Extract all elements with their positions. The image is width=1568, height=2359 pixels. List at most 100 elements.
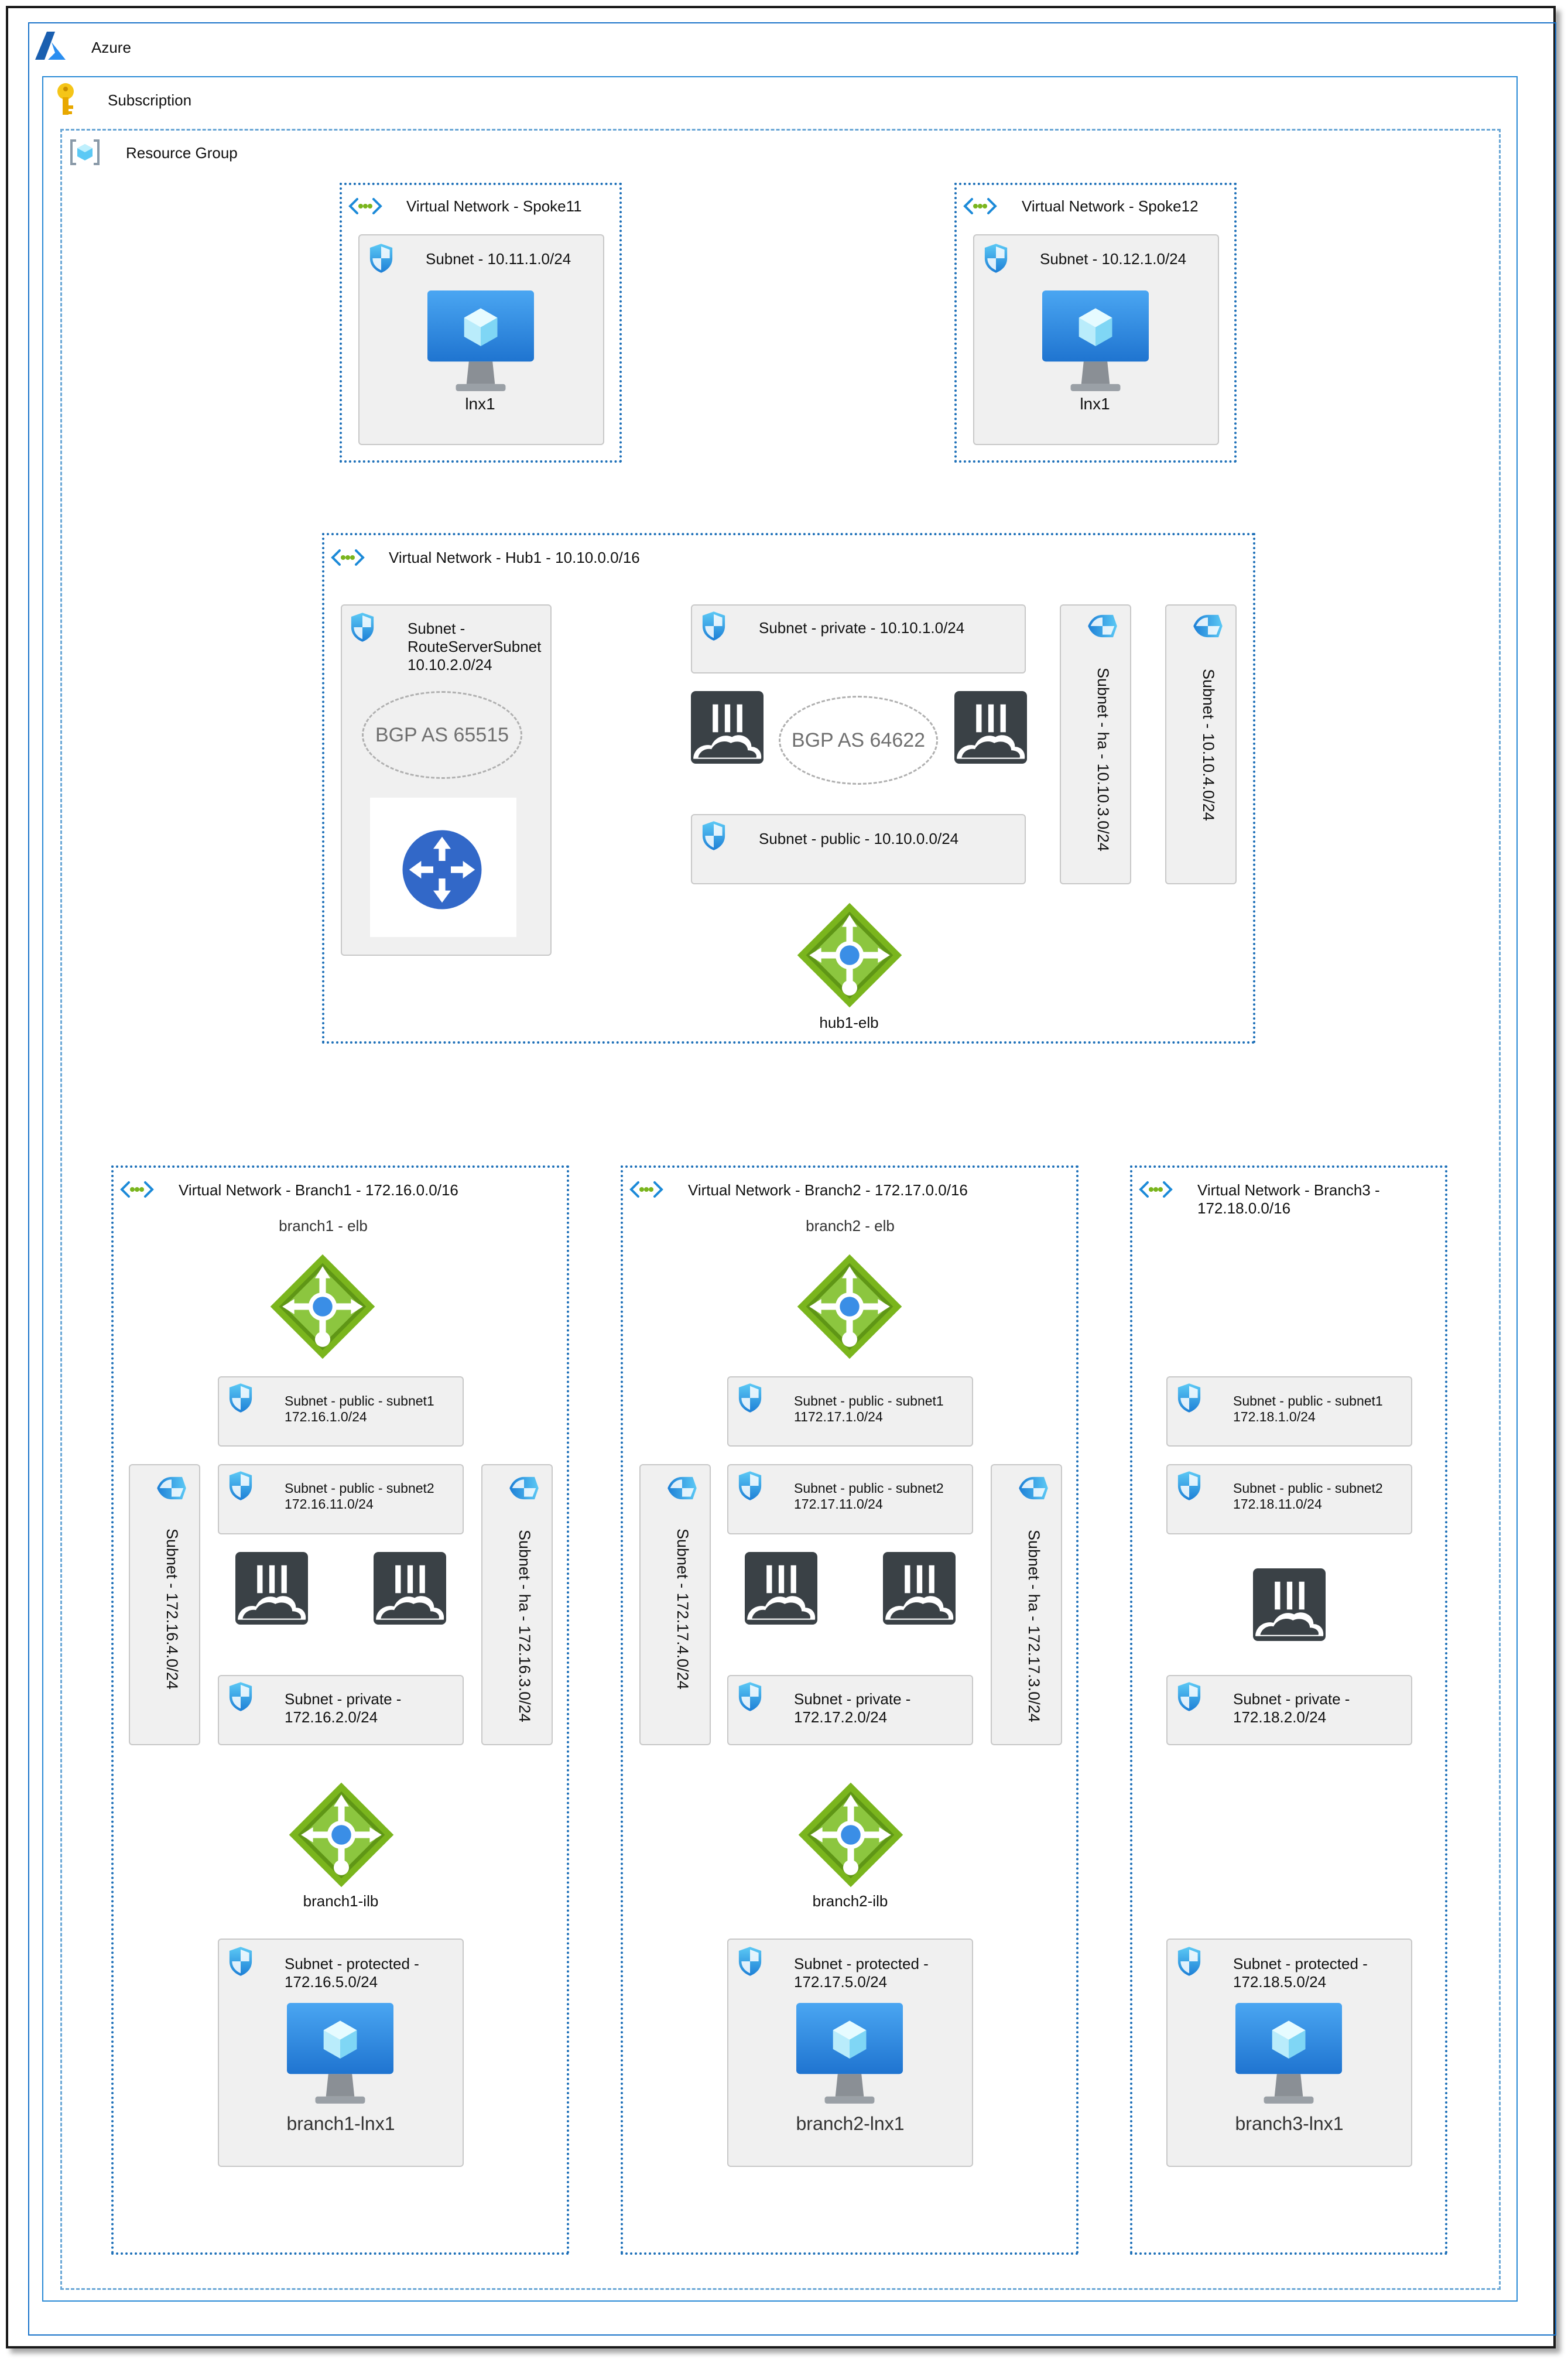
b2-left-subnet-label: Subnet - 172.17.4.0/24 xyxy=(674,1529,691,1690)
subnet-shield-icon xyxy=(227,1681,254,1712)
azure-label: Azure xyxy=(91,39,131,56)
b1-prot-line2: 172.16.5.0/24 xyxy=(285,1973,378,1991)
subnet-hub-ha xyxy=(1060,604,1131,884)
subnet-shield-icon xyxy=(1087,613,1118,640)
vnet-hub1-label: Virtual Network - Hub1 - 10.10.0.0/16 xyxy=(389,549,640,566)
route-server-icon xyxy=(398,826,486,914)
vm-branch3-name: branch3-lnx1 xyxy=(1235,2113,1344,2134)
b2-priv-line1: Subnet - private - xyxy=(794,1690,911,1708)
vm-branch1-name: branch1-lnx1 xyxy=(286,2113,395,2134)
subnet-shield-icon xyxy=(1176,1470,1203,1502)
subnet-hub-ha-label: Subnet - ha - 10.10.3.0/24 xyxy=(1094,668,1112,852)
resource-group-label: Resource Group xyxy=(126,144,238,162)
subnet-shield-icon xyxy=(508,1475,540,1502)
branch2-ilb-label: branch2-ilb xyxy=(812,1892,888,1910)
load-balancer-icon xyxy=(795,1252,904,1361)
subnet-shield-icon xyxy=(737,1681,764,1712)
subnet-spoke11-label: Subnet - 10.11.1.0/24 xyxy=(426,250,571,268)
subnet-shield-icon xyxy=(156,1475,187,1502)
b1-pub1-line1: Subnet - public - subnet1 xyxy=(285,1393,434,1408)
vnet-branch1-label: Virtual Network - Branch1 - 172.16.0.0/1… xyxy=(179,1181,458,1199)
vm-monitor-icon xyxy=(287,2003,393,2110)
subnet-shield-icon xyxy=(349,611,376,643)
b2-pub1-line2: 1172.17.1.0/24 xyxy=(794,1409,883,1424)
rs-subnet-line1: Subnet - xyxy=(408,620,465,637)
vnet-branch3 xyxy=(1130,1165,1447,2255)
b3-pub2-line2: 172.18.11.0/24 xyxy=(1233,1496,1322,1512)
subnet-spoke12-label: Subnet - 10.12.1.0/24 xyxy=(1040,250,1187,268)
b2-priv-line2: 172.17.2.0/24 xyxy=(794,1708,888,1726)
fortigate-firewall-icon xyxy=(954,691,1027,764)
vm-branch2-name: branch2-lnx1 xyxy=(796,2113,905,2134)
subnet-shield-icon xyxy=(1176,1382,1203,1414)
fortigate-firewall-icon xyxy=(745,1552,817,1625)
subnet-shield-icon xyxy=(737,1470,764,1502)
b1-priv-line2: 172.16.2.0/24 xyxy=(285,1708,378,1726)
b2-prot-line1: Subnet - protected - xyxy=(794,1955,929,1972)
b2-pub2-line1: Subnet - public - subnet2 xyxy=(794,1481,944,1496)
b3-prot-line2: 172.18.5.0/24 xyxy=(1233,1973,1327,1991)
b1-pub2-line2: 172.16.11.0/24 xyxy=(285,1496,374,1512)
subnet-b2-public2 xyxy=(727,1464,973,1534)
fortigate-firewall-icon xyxy=(374,1552,446,1625)
fortigate-firewall-icon xyxy=(691,691,764,764)
b2-pub2-line2: 172.17.11.0/24 xyxy=(794,1496,883,1512)
vnet-hub1 xyxy=(322,533,1255,1044)
resource-group-boundary xyxy=(60,129,1501,2290)
subnet-shield-icon xyxy=(227,1946,254,1977)
subnet-b1-private xyxy=(218,1675,464,1745)
vnet-icon xyxy=(330,547,365,568)
subnet-b2-private xyxy=(727,1675,973,1745)
b3-pub2-line1: Subnet - public - subnet2 xyxy=(1233,1481,1383,1496)
vnet-branch2 xyxy=(621,1165,1079,2255)
b1-left-subnet-label: Subnet - 172.16.4.0/24 xyxy=(163,1529,181,1690)
b1-pub2-line1: Subnet - public - subnet2 xyxy=(285,1481,434,1496)
subnet-shield-icon xyxy=(1176,1681,1203,1712)
subnet-hub-private-label: Subnet - private - 10.10.1.0/24 xyxy=(759,619,965,637)
load-balancer-icon xyxy=(796,1780,905,1889)
subnet-shield-icon xyxy=(700,820,727,852)
resource-group-icon xyxy=(70,139,100,165)
vnet-icon xyxy=(963,196,998,217)
subnet-hub-104 xyxy=(1165,604,1237,884)
subnet-shield-icon xyxy=(982,242,1009,274)
b2-prot-line2: 172.17.5.0/24 xyxy=(794,1973,888,1991)
fortigate-firewall-icon xyxy=(883,1552,956,1625)
b3-prot-line1: Subnet - protected - xyxy=(1233,1955,1368,1972)
subnet-shield-icon xyxy=(227,1382,254,1414)
key-icon xyxy=(57,83,74,115)
b1-priv-line1: Subnet - private - xyxy=(285,1690,402,1708)
subnet-b1-ha xyxy=(481,1464,553,1745)
subnet-shield-icon xyxy=(737,1382,764,1414)
subnet-shield-icon xyxy=(700,610,727,642)
b3-pub1-line2: 172.18.1.0/24 xyxy=(1233,1409,1316,1424)
subnet-shield-icon xyxy=(1018,1475,1049,1502)
vnet-spoke11 xyxy=(340,183,622,463)
vnet-icon xyxy=(119,1179,155,1200)
bgp-as-65515: BGP AS 65515 xyxy=(362,691,522,779)
vnet-icon xyxy=(629,1179,664,1200)
subnet-hub-public-label: Subnet - public - 10.10.0.0/24 xyxy=(759,830,959,847)
subnet-b3-private xyxy=(1166,1675,1412,1745)
subnet-hub-private xyxy=(691,604,1026,673)
vnet-branch2-label: Virtual Network - Branch2 - 172.17.0.0/1… xyxy=(688,1181,968,1199)
fortigate-firewall-icon xyxy=(235,1552,308,1625)
subnet-hub-public xyxy=(691,814,1026,884)
azure-logo-icon xyxy=(35,32,66,60)
subnet-shield-icon xyxy=(737,1946,764,1977)
subnet-shield-icon xyxy=(1192,613,1224,640)
branch2-elb-label: branch2 - elb xyxy=(806,1217,895,1235)
subnet-shield-icon xyxy=(227,1470,254,1502)
vm-monitor-icon xyxy=(796,2003,903,2110)
b1-prot-line1: Subnet - protected - xyxy=(285,1955,419,1972)
subnet-b3-public1 xyxy=(1166,1376,1412,1447)
vnet-spoke12-label: Virtual Network - Spoke12 xyxy=(1022,197,1199,215)
subnet-shield-icon xyxy=(1176,1946,1203,1977)
subscription-label: Subscription xyxy=(108,91,192,109)
vm-spoke12-name: lnx1 xyxy=(1080,395,1110,413)
fortigate-firewall-icon xyxy=(1253,1568,1326,1641)
subnet-b2-left xyxy=(639,1464,711,1745)
vm-monitor-icon xyxy=(1235,2003,1342,2110)
vm-monitor-icon xyxy=(1042,290,1149,397)
subnet-shield-icon xyxy=(368,242,395,274)
